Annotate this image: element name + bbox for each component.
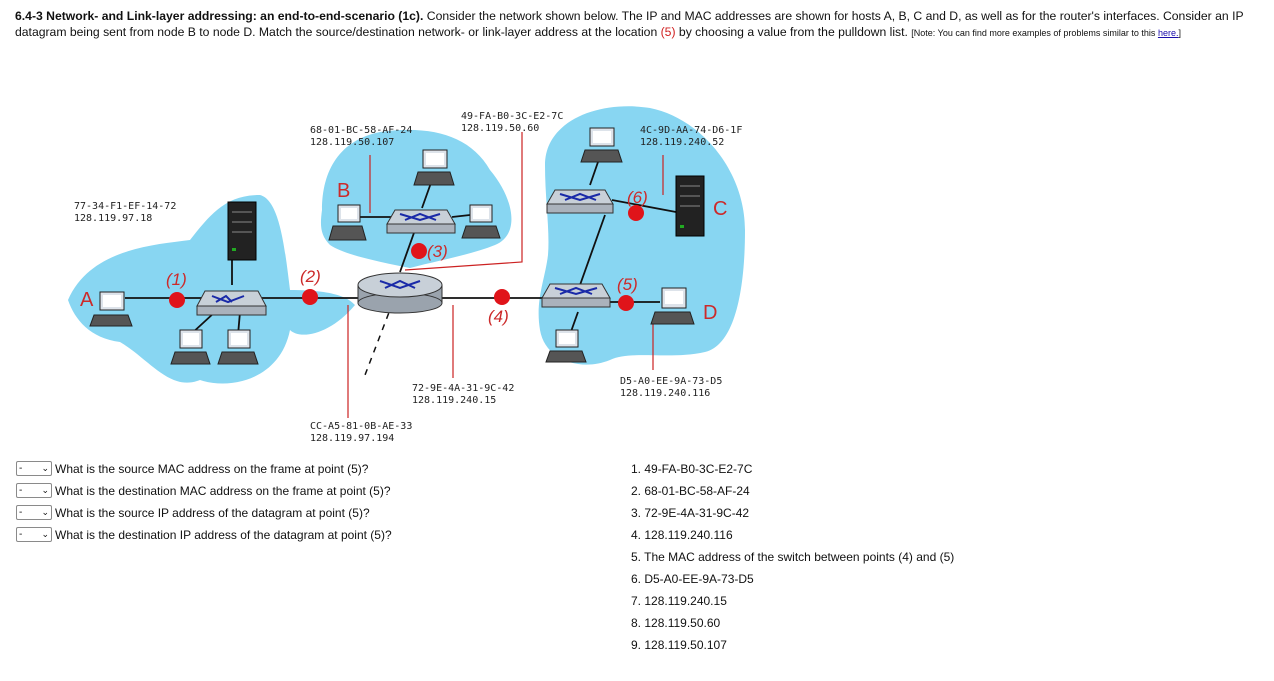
question-row: -⌄ What is the source MAC address on the… — [16, 460, 368, 477]
answer-option: 4. 128.119.240.116 — [631, 527, 733, 543]
host-d-label: D — [703, 302, 717, 324]
addr-r97-ip: 128.119.97.194 — [310, 433, 394, 444]
answer-option: 8. 128.119.50.60 — [631, 615, 720, 631]
question-text: What is the destination IP address of th… — [55, 528, 392, 542]
switch-icon — [542, 284, 610, 307]
host-c-label: C — [713, 198, 727, 220]
problem-point: (5) — [661, 25, 676, 39]
answer-select-value: - — [19, 507, 22, 518]
note-link[interactable]: here. — [1158, 28, 1179, 38]
point-4-label: (4) — [488, 307, 509, 326]
addr-r240-ip: 128.119.240.15 — [412, 395, 496, 406]
note-suffix: ] — [1178, 28, 1181, 38]
answer-option: 5. The MAC address of the switch between… — [631, 549, 954, 565]
question-row: -⌄ What is the source IP address of the … — [16, 504, 370, 521]
note-prefix: [Note: You can find more examples of pro… — [911, 28, 1155, 38]
addr-r240-mac: 72-9E-4A-31-9C-42 — [412, 383, 514, 394]
host-a-label: A — [80, 289, 94, 311]
addr-r50-ip: 128.119.50.60 — [461, 123, 539, 134]
addr-b-mac: 68-01-BC-58-AF-24 — [310, 125, 412, 136]
point-2-label: (2) — [300, 267, 321, 286]
addr-d-ip: 128.119.240.116 — [620, 388, 710, 399]
answer-option: 6. D5-A0-EE-9A-73-D5 — [631, 571, 754, 587]
host-b-label: B — [337, 180, 350, 202]
question-row: -⌄ What is the destination IP address of… — [16, 526, 392, 543]
problem-note: [Note: You can find more examples of pro… — [911, 28, 1181, 38]
answer-option: 1. 49-FA-B0-3C-E2-7C — [631, 461, 752, 477]
point-5-dot — [618, 295, 634, 311]
addr-a-mac: 77-34-F1-EF-14-72 — [74, 201, 176, 212]
server-icon — [228, 202, 256, 260]
answer-select[interactable]: -⌄ — [16, 527, 52, 542]
answer-select-value: - — [19, 463, 22, 474]
answer-option: 9. 128.119.50.107 — [631, 637, 727, 653]
answer-option: 7. 128.119.240.15 — [631, 593, 727, 609]
question-text: What is the source IP address of the dat… — [55, 506, 370, 520]
answer-select-value: - — [19, 529, 22, 540]
answer-option: 2. 68-01-BC-58-AF-24 — [631, 483, 750, 499]
addr-c-mac: 4C-9D-AA-74-D6-1F — [640, 125, 742, 136]
answer-select-value: - — [19, 485, 22, 496]
addr-d-mac: D5-A0-EE-9A-73-D5 — [620, 376, 722, 387]
question-row: -⌄ What is the destination MAC address o… — [16, 482, 391, 499]
point-1-label: (1) — [166, 270, 187, 289]
select-chevron-icon: ⌄ — [41, 507, 49, 518]
point-4-dot — [494, 289, 510, 305]
point-6-dot — [628, 205, 644, 221]
addr-a-ip: 128.119.97.18 — [74, 213, 152, 224]
point-6-label: (6) — [627, 188, 648, 207]
router-icon — [358, 273, 442, 313]
select-chevron-icon: ⌄ — [41, 463, 49, 474]
point-2-dot — [302, 289, 318, 305]
answer-select[interactable]: -⌄ — [16, 505, 52, 520]
server-icon — [676, 176, 704, 236]
answer-option: 3. 72-9E-4A-31-9C-42 — [631, 505, 749, 521]
addr-r50-mac: 49-FA-B0-3C-E2-7C — [461, 111, 563, 122]
select-chevron-icon: ⌄ — [41, 529, 49, 540]
switch-icon — [197, 291, 266, 315]
problem-statement: 6.4-3 Network- and Link-layer addressing… — [15, 9, 1260, 41]
problem-title: 6.4-3 Network- and Link-layer addressing… — [15, 9, 423, 23]
point-3-dot — [411, 243, 427, 259]
question-text: What is the source MAC address on the fr… — [55, 462, 368, 476]
select-chevron-icon: ⌄ — [41, 485, 49, 496]
question-text: What is the destination MAC address on t… — [55, 484, 391, 498]
point-3-label: (3) — [427, 242, 448, 261]
switch-icon — [547, 190, 613, 213]
point-1-dot — [169, 292, 185, 308]
addr-r97-mac: CC-A5-81-0B-AE-33 — [310, 421, 412, 432]
problem-text-2: by choosing a value from the pulldown li… — [679, 25, 908, 39]
answer-select[interactable]: -⌄ — [16, 483, 52, 498]
point-5-label: (5) — [617, 275, 638, 294]
answer-select[interactable]: -⌄ — [16, 461, 52, 476]
addr-c-ip: 128.119.240.52 — [640, 137, 724, 148]
addr-b-ip: 128.119.50.107 — [310, 137, 394, 148]
switch-icon — [387, 210, 455, 233]
network-diagram: (1) (2) (3) (4) (5) (6) A B C D 77-34-F1… — [60, 105, 760, 445]
